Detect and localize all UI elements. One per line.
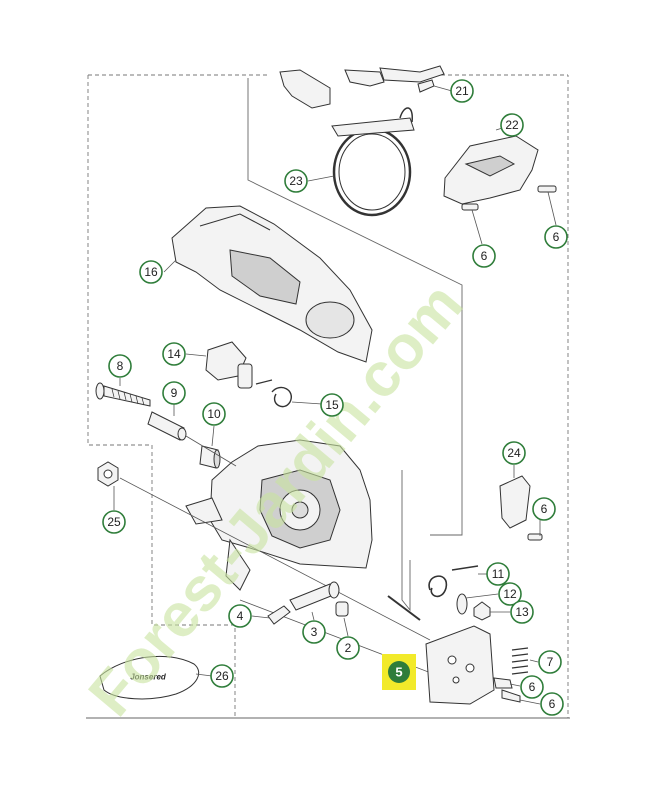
callout-14: 14: [162, 342, 186, 366]
svg-text:6: 6: [549, 697, 556, 711]
svg-text:23: 23: [289, 174, 303, 188]
callout-6c: 6: [532, 497, 556, 521]
svg-text:6: 6: [541, 502, 548, 516]
svg-text:5: 5: [395, 665, 402, 680]
callout-26: 26: [210, 664, 234, 688]
bolt-part: [95, 382, 151, 407]
svg-text:22: 22: [505, 118, 519, 132]
svg-text:24: 24: [507, 446, 521, 460]
lever-part: [499, 475, 543, 541]
callout-8: 8: [108, 354, 132, 378]
callout-21: 21: [450, 79, 474, 103]
adjuster-part: [267, 581, 349, 625]
svg-text:26: 26: [215, 669, 229, 683]
svg-text:2: 2: [345, 641, 352, 655]
sleeve-axis-line: [185, 435, 237, 467]
svg-text:4: 4: [237, 609, 244, 623]
svg-text:6: 6: [529, 680, 536, 694]
callout-24: 24: [502, 441, 526, 465]
logo-decal: [99, 655, 199, 700]
svg-text:14: 14: [167, 347, 181, 361]
callout-6a: 6: [544, 225, 568, 249]
callout-11: 11: [486, 562, 510, 586]
callout-2: 2: [336, 636, 360, 660]
spacer-part: [199, 445, 221, 469]
bar-plate-part: [425, 625, 529, 705]
callout-23: 23: [284, 169, 308, 193]
callout-6b: 6: [472, 244, 496, 268]
callout-13: 13: [510, 600, 534, 624]
highlighted-callout-5: 5: [382, 654, 416, 690]
front-cover-part: [171, 205, 373, 363]
callout-22: 22: [500, 113, 524, 137]
bracket-part-22: [443, 135, 557, 211]
svg-text:9: 9: [171, 386, 178, 400]
callout-6e: 6: [540, 692, 564, 716]
svg-text:15: 15: [325, 398, 339, 412]
bolt-axis-line: [119, 477, 431, 641]
svg-text:25: 25: [107, 515, 121, 529]
sleeve-part: [147, 411, 187, 441]
brake-band-part: [331, 107, 415, 217]
callout-3: 3: [302, 620, 326, 644]
knob-part: [205, 341, 292, 408]
svg-text:12: 12: [503, 587, 517, 601]
callout-9: 9: [162, 381, 186, 405]
inner-frame: [247, 78, 463, 536]
svg-text:11: 11: [492, 567, 505, 581]
callout-10: 10: [202, 402, 226, 426]
svg-text:21: 21: [455, 84, 469, 98]
svg-text:7: 7: [547, 655, 554, 669]
svg-text:6: 6: [553, 230, 560, 244]
callout-4: 4: [228, 604, 252, 628]
svg-text:13: 13: [515, 605, 529, 619]
logo-text: Jonsered: [130, 673, 167, 682]
svg-text:8: 8: [117, 359, 124, 373]
svg-text:16: 16: [144, 265, 158, 279]
watermark-text: Forest-Jardin.com: [76, 270, 477, 729]
svg-text:10: 10: [207, 407, 221, 421]
callout-16: 16: [139, 260, 163, 284]
top-bracket-part: [279, 65, 445, 109]
callout-15: 15: [320, 393, 344, 417]
svg-text:6: 6: [481, 249, 488, 263]
spring-washer-part: [387, 565, 491, 621]
callout-6d: 6: [520, 675, 544, 699]
nut-part: [97, 461, 119, 487]
inner-frame-2: [401, 470, 411, 612]
svg-text:3: 3: [311, 625, 318, 639]
callout-25: 25: [102, 510, 126, 534]
callout-7: 7: [538, 650, 562, 674]
callout-12: 12: [498, 582, 522, 606]
